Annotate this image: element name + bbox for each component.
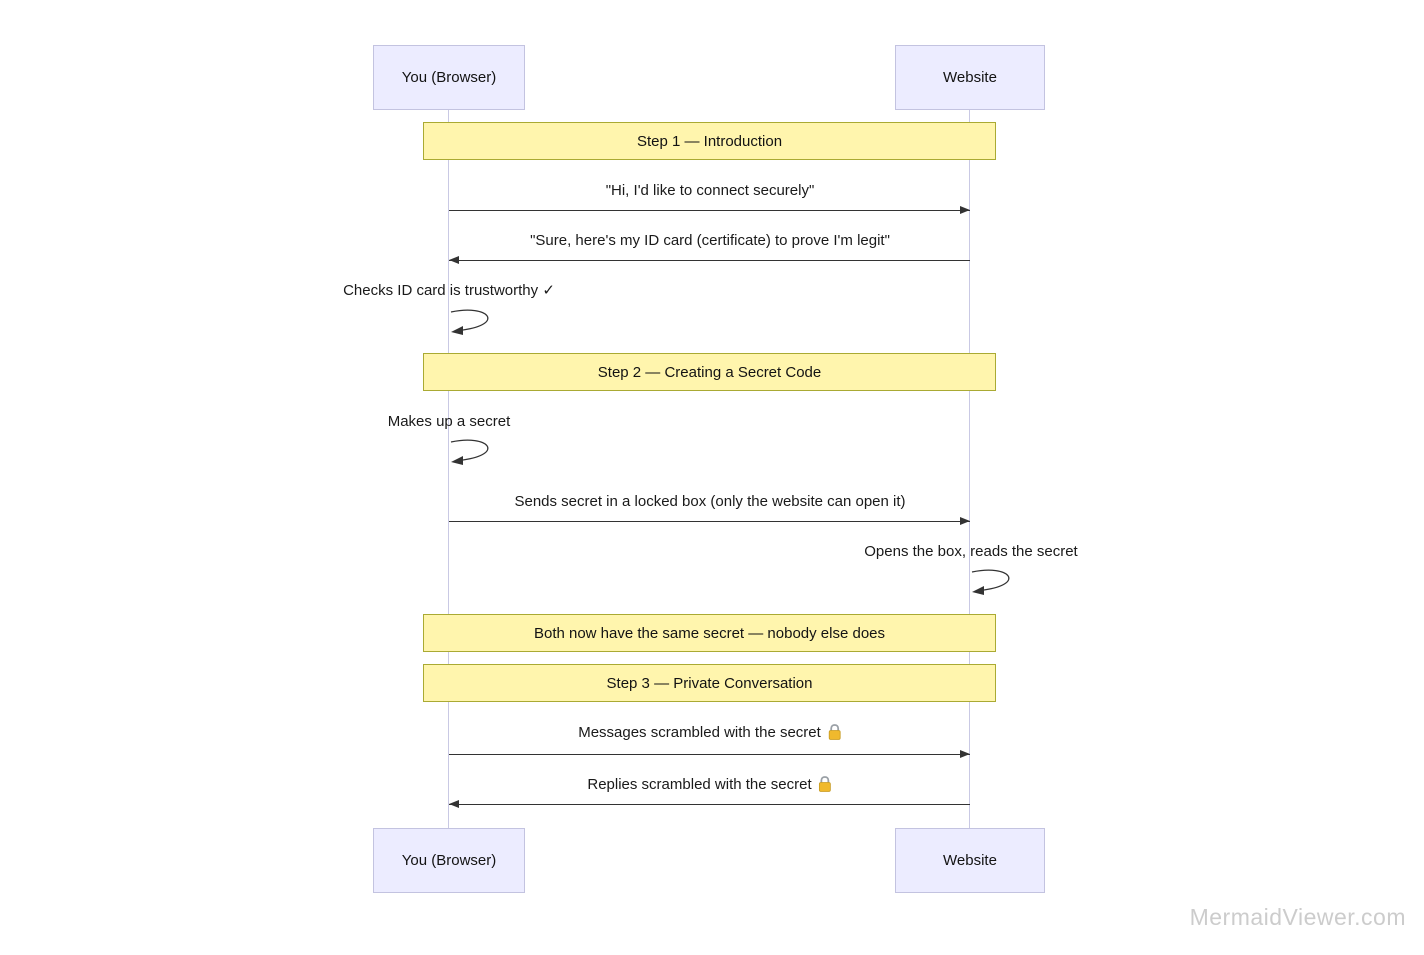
message-sends-secret-label: Sends secret in a locked box (only the w… <box>514 492 906 510</box>
note-step2-label: Step 2 — Creating a Secret Code <box>597 363 822 381</box>
arrowhead-right-icon <box>960 750 970 758</box>
arrowhead-right-icon <box>960 206 970 214</box>
note-shared-secret: Both now have the same secret — nobody e… <box>423 614 996 652</box>
actor-website-top: Website <box>895 45 1045 110</box>
watermark: MermaidViewer.com <box>1189 904 1406 930</box>
actor-website-bottom: Website <box>895 828 1045 893</box>
message-opens-box-label: Opens the box, reads the secret <box>864 542 1078 560</box>
note-step1: Step 1 — Introduction <box>423 122 996 160</box>
note-shared-secret-label: Both now have the same secret — nobody e… <box>533 624 886 642</box>
actor-browser-bottom: You (Browser) <box>373 828 525 893</box>
arrowhead-right-icon <box>960 517 970 525</box>
message-makes-secret-label: Makes up a secret <box>387 412 511 430</box>
message-check-id-label: Checks ID card is trustworthy ✓ <box>343 282 555 299</box>
arrow-replies-scrambled <box>449 800 970 808</box>
note-step3-label: Step 3 — Private Conversation <box>606 674 813 692</box>
arrow-messages-scrambled <box>449 750 970 758</box>
lock-icon <box>827 724 842 740</box>
note-step1-label: Step 1 — Introduction <box>636 132 783 150</box>
note-step3: Step 3 — Private Conversation <box>423 664 996 702</box>
actor-website-label: Website <box>943 69 997 86</box>
message-scrambled-label: Messages scrambled with the secret <box>578 722 842 742</box>
lock-icon <box>818 776 833 792</box>
self-loop-opens-box <box>971 569 1010 595</box>
arrowhead-left-icon <box>449 800 459 808</box>
lifeline-website <box>969 110 970 828</box>
arrowhead-left-icon <box>451 326 463 335</box>
message-hello-label: "Hi, I'd like to connect securely" <box>605 181 815 199</box>
arrow-sends-secret <box>449 517 970 525</box>
arrow-hello <box>449 206 970 214</box>
self-loop-makes-secret <box>450 439 489 465</box>
actor-browser-label: You (Browser) <box>401 852 497 869</box>
message-replies-label: Replies scrambled with the secret <box>587 774 832 794</box>
actor-browser-label: You (Browser) <box>401 69 497 86</box>
arrowhead-left-icon <box>451 456 463 465</box>
actor-browser-top: You (Browser) <box>373 45 525 110</box>
arrowhead-left-icon <box>972 586 984 595</box>
lifeline-browser <box>448 110 449 828</box>
arrow-certificate <box>449 256 970 264</box>
message-certificate-label: "Sure, here's my ID card (certificate) t… <box>530 231 890 249</box>
note-step2: Step 2 — Creating a Secret Code <box>423 353 996 391</box>
actor-website-label: Website <box>943 852 997 869</box>
self-loop-check-id <box>450 309 489 335</box>
arrowhead-left-icon <box>449 256 459 264</box>
